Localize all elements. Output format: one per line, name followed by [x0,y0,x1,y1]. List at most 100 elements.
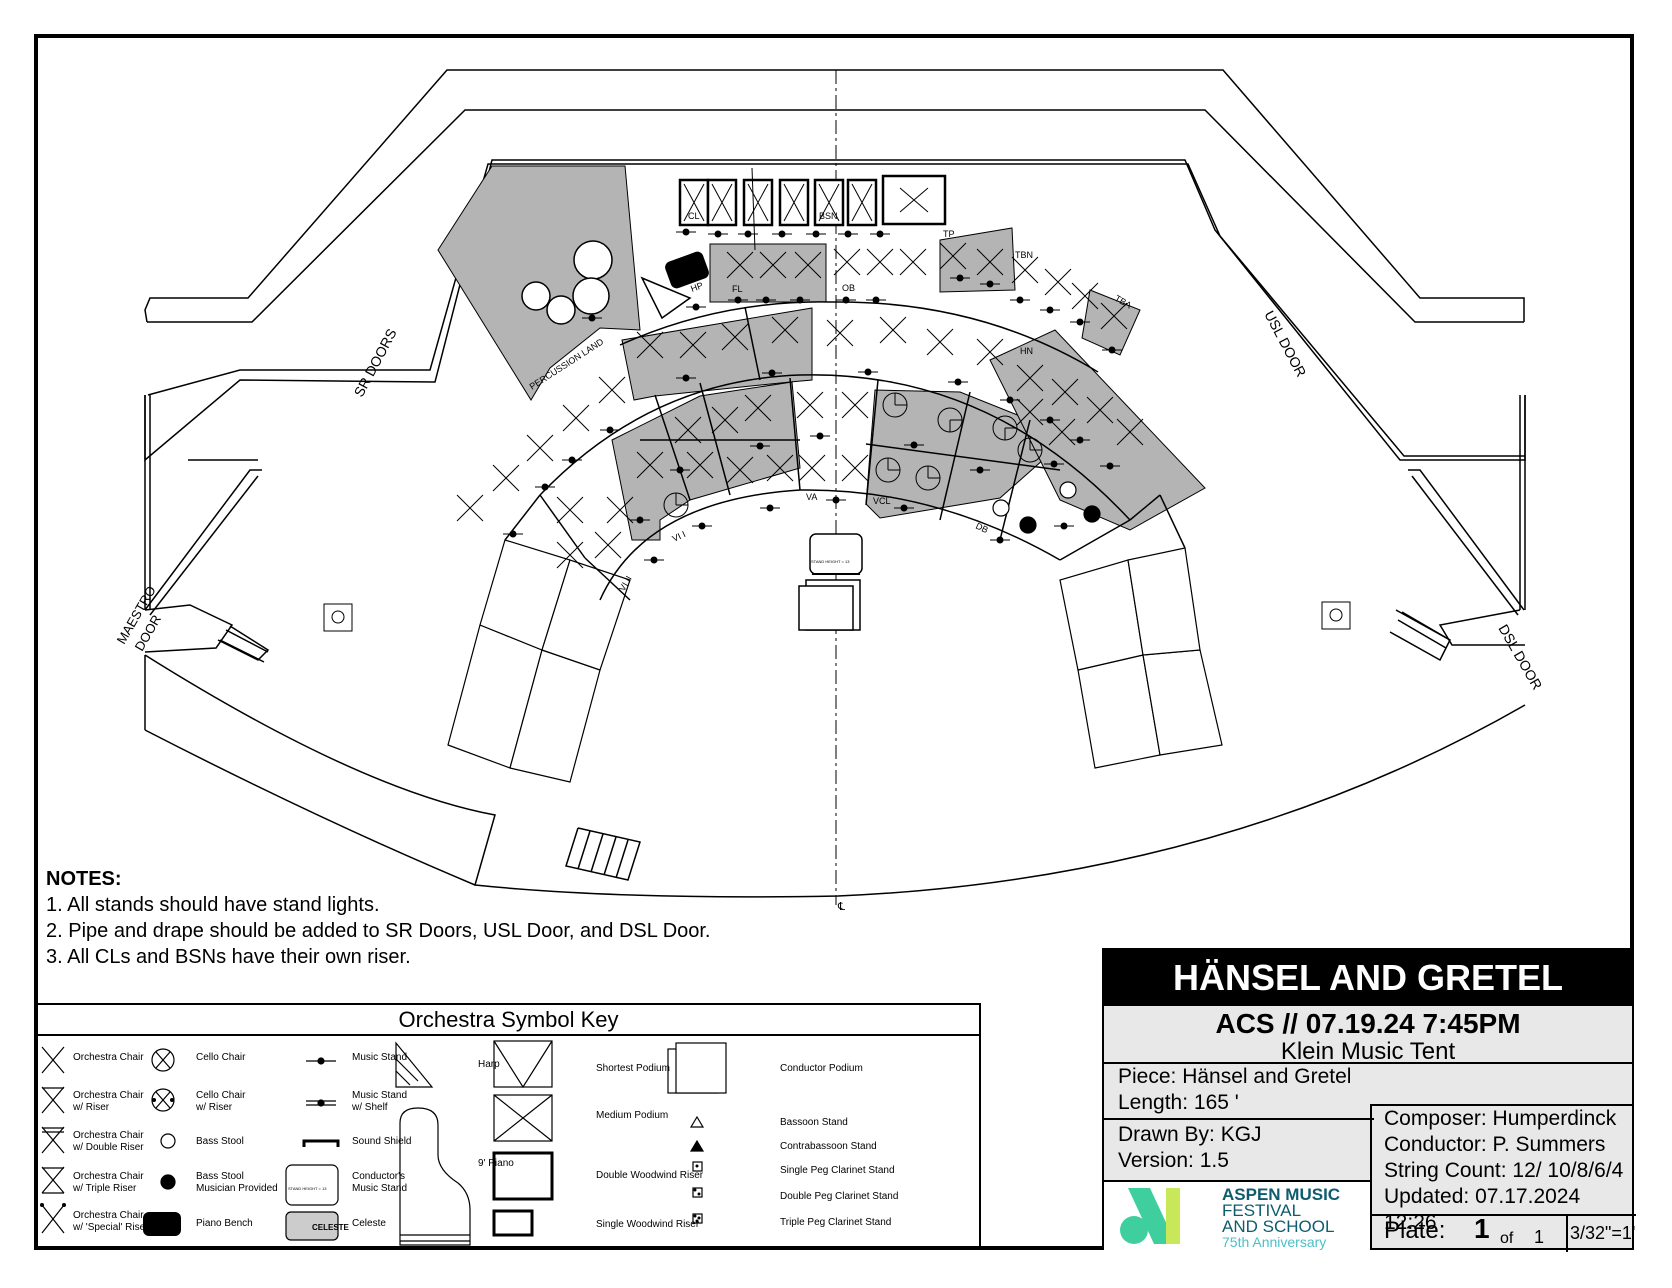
string-count: String Count: 12/ 10/8/6/4 [1384,1159,1624,1182]
orchestra-chair [1116,418,1144,446]
music-stand-post [910,441,918,449]
music-stand-post [744,230,752,238]
music-stand-post [682,374,690,382]
plate-number: 1 [1474,1213,1490,1244]
orchestra-chair [1071,282,1099,310]
orchestra-chair [1016,364,1044,392]
performance-info: ACS // 07.19.24 7:45PM Klein Music Tent [1104,1006,1632,1064]
orchestra-chair [456,494,484,522]
orchestra-chair [726,251,754,279]
plate-of: of [1500,1230,1514,1247]
svg-text:BSN: BSN [819,211,838,221]
music-stand-post [956,274,964,282]
music-stand-post [842,296,850,304]
music-stand-post [766,504,774,512]
stage-front-arc [144,654,1526,898]
orchestra-chair [562,404,590,432]
music-stand-post [1006,396,1014,404]
note-2: 2. Pipe and drape should be added to SR … [46,920,711,942]
music-stand-post [900,504,908,512]
orchestra-chair [721,323,749,351]
svg-text:TBN: TBN [1015,250,1033,260]
svg-text:VA: VA [806,492,817,502]
orchestra-chair [636,451,664,479]
orchestra-chair [594,531,622,559]
orchestra-chair [556,496,584,524]
music-stand-post [812,230,820,238]
svg-text:STAND HEIGHT = 13: STAND HEIGHT = 13 [288,1186,327,1191]
seating-arc-outer [539,374,1131,521]
orchestra-chair [899,248,927,276]
orchestra-chair [1011,256,1039,284]
svg-text:FL: FL [732,284,743,294]
conductor-music-stand [809,533,863,575]
music-stand-post [1106,462,1114,470]
svg-text:VCL: VCL [873,496,891,506]
orchestra-chair [686,451,714,479]
svg-text:HP: HP [689,280,704,294]
music-stand-post [1016,296,1024,304]
music-stand-post [844,230,852,238]
music-stand-post [876,230,884,238]
orchestra-chair [794,251,822,279]
music-stand-post [1050,460,1058,468]
music-stand-post [996,536,1004,544]
music-stand-post [568,456,576,464]
orchestra-chair [1048,418,1076,446]
orchestra-chair [636,331,664,359]
drawn-by: Drawn By: KGJ [1118,1123,1262,1146]
orchestra-chair [711,406,739,434]
production-title: HÄNSEL AND GRETEL [1104,950,1632,1006]
note-3: 3. All CLs and BSNs have their own riser… [46,946,411,968]
music-stand-post [676,466,684,474]
orchestra-chair [679,331,707,359]
music-stand-post [816,432,824,440]
orchestra-chair [926,328,954,356]
music-stand-post [734,296,742,304]
music-stand-post [682,228,690,236]
music-stand-post [986,280,994,288]
orchestra-chair [744,394,772,422]
svg-text:STAND HEIGHT = 13: STAND HEIGHT = 13 [811,559,850,564]
music-stand-post [692,303,700,311]
music-stand-post [509,530,517,538]
svg-text:VI I: VI I [671,529,687,544]
symbol-key: Orchestra Symbol Key [38,1003,981,1250]
composer: Composer: Humperdinck [1384,1107,1617,1130]
orchestra-chair [1044,268,1072,296]
orchestra-chair [826,319,854,347]
music-stand-post [650,556,658,564]
orchestra-chair [976,248,1004,276]
orchestra-chair [759,251,787,279]
music-stand-post [1108,346,1116,354]
orchestra-chair [798,454,826,482]
orchestra-chair [674,416,702,444]
sr-doors-label: SR DOORS [351,326,400,399]
orchestra-chair [556,541,584,569]
orchestra-chair [598,376,626,404]
orchestra-chair [771,316,799,344]
orchestra-chair [1086,396,1114,424]
plate-label: Plate: [1384,1217,1446,1244]
music-stand-post [1076,318,1084,326]
tent-outline-inner [147,109,1524,323]
music-stand-post [762,296,770,304]
orchestra-chair [726,456,754,484]
music-stand-post [1060,522,1068,530]
orchestra-chair [841,454,869,482]
orchestra-chair [939,242,967,270]
aspen-logo-mark [1120,1188,1180,1244]
svg-text:TP: TP [943,229,955,239]
tent-outline [144,69,1525,323]
version: Version: 1.5 [1118,1149,1229,1172]
music-stand-post [1076,436,1084,444]
orchestra-chair [976,338,1004,366]
stage-plan: SR DOORS USL DOOR MAESTRO DOOR DSL DOOR … [114,69,1546,913]
length: Length: 165 ' [1118,1091,1239,1114]
conductor: Conductor: P. Summers [1384,1133,1606,1156]
svg-text:℄: ℄ [837,901,845,913]
music-stand-post [588,314,596,322]
svg-text:CL: CL [688,211,700,221]
music-stand-post [832,496,840,504]
music-stand-post [1046,416,1054,424]
